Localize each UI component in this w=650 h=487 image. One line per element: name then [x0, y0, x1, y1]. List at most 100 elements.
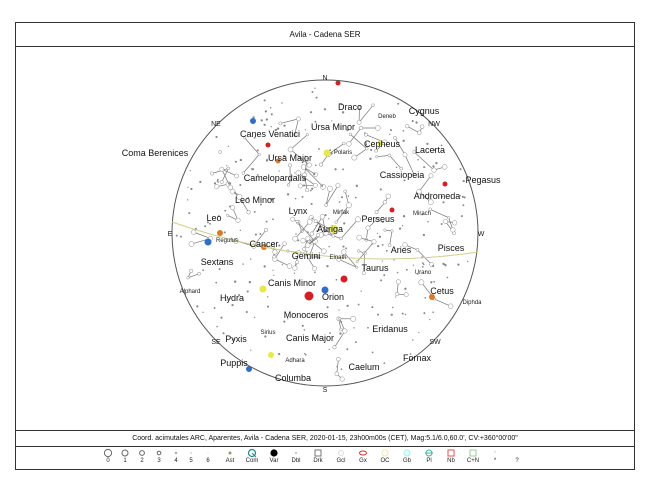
star [304, 158, 309, 163]
faint-star [412, 339, 414, 341]
faint-star [318, 256, 321, 259]
legend-item: 4 [165, 448, 187, 464]
legend-symbol-icon [338, 450, 344, 456]
faint-star [422, 262, 424, 265]
star [450, 227, 456, 233]
constellation-line [221, 168, 237, 188]
cardinal-label: W [478, 231, 485, 238]
faint-star [294, 197, 297, 200]
legend-symbol-icon [359, 450, 367, 456]
faint-star [334, 168, 337, 171]
star [371, 103, 375, 108]
faint-star [389, 133, 391, 135]
faint-star [226, 165, 228, 167]
star [339, 376, 345, 382]
faint-star [250, 349, 252, 351]
star [395, 279, 401, 285]
cardinal-label: S [323, 387, 328, 394]
legend-label: 3 [157, 458, 161, 464]
faint-star [264, 335, 267, 338]
cardinal-label: SW [429, 339, 441, 346]
constellation-label: Monoceros [284, 310, 329, 320]
faint-star [390, 128, 392, 131]
faint-star [311, 91, 314, 93]
star [286, 263, 293, 269]
legend-symbol-icon [103, 448, 113, 458]
constellation-label: Canes Venatici [240, 129, 300, 139]
star [343, 189, 347, 194]
star [339, 327, 343, 332]
faint-star [270, 198, 273, 201]
faint-star [216, 180, 219, 182]
faint-star [418, 332, 420, 334]
faint-star [323, 108, 327, 111]
star [374, 210, 379, 215]
legend-item: 0 [97, 448, 119, 464]
faint-star [345, 247, 348, 250]
faint-star [233, 191, 235, 193]
faint-star [433, 280, 436, 283]
horizon-circle [171, 79, 479, 387]
faint-star [303, 329, 306, 331]
legend-item: 3 [148, 448, 170, 464]
star [403, 292, 409, 297]
star [339, 236, 343, 241]
star [226, 213, 230, 217]
star [312, 266, 317, 271]
faint-star [295, 233, 297, 235]
constellation-label: Cepheus [364, 139, 401, 149]
faint-star [404, 313, 407, 316]
star [282, 241, 287, 246]
legend-label: Drk [313, 458, 323, 464]
faint-star [378, 235, 382, 238]
faint-star [377, 313, 380, 316]
faint-star [190, 187, 193, 191]
faint-star [391, 306, 394, 309]
legend-label: OC [380, 458, 390, 464]
star [448, 303, 454, 309]
star [264, 227, 269, 232]
faint-star [263, 123, 266, 126]
faint-star [242, 263, 244, 265]
faint-star [354, 196, 357, 199]
faint-star [313, 172, 316, 176]
star [356, 234, 363, 241]
faint-star [347, 195, 350, 197]
faint-star [315, 255, 318, 258]
legend-symbol-icon [247, 448, 257, 458]
faint-star [341, 196, 344, 199]
faint-star [247, 197, 250, 199]
star [331, 234, 336, 238]
star [234, 173, 239, 179]
faint-star [402, 130, 405, 132]
star [375, 155, 379, 159]
star [355, 260, 359, 264]
legend-symbol-icon [139, 450, 145, 456]
faint-star [250, 258, 252, 260]
faint-star [265, 159, 269, 162]
faint-star [202, 311, 204, 313]
svg-text:*: * [494, 451, 497, 457]
faint-star [233, 280, 237, 283]
star [355, 265, 359, 269]
faint-star [401, 312, 404, 315]
faint-star [304, 353, 307, 356]
constellation-label: Eridanus [372, 324, 408, 334]
star [305, 187, 310, 193]
star [361, 271, 366, 275]
faint-star [306, 231, 309, 234]
star [295, 219, 299, 223]
star [355, 216, 361, 223]
constellation-label: Draco [338, 102, 362, 112]
legend-label: Nb [447, 458, 455, 464]
star-name-label: Diphda [462, 300, 482, 306]
faint-star [423, 166, 426, 169]
chart-title: Avila - Cadena SER [16, 23, 634, 47]
constellation-label: Puppis [220, 358, 248, 368]
faint-star [313, 256, 316, 259]
star [334, 371, 339, 376]
legend-item: Gcl [330, 448, 352, 464]
faint-star [281, 102, 283, 104]
star [235, 217, 241, 223]
